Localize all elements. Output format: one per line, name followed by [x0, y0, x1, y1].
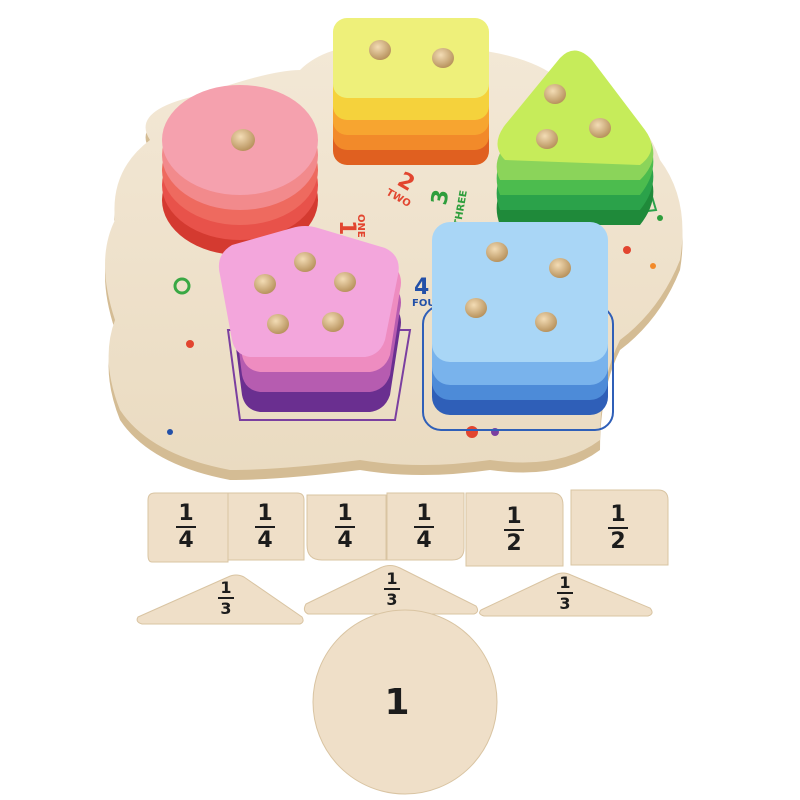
peg-icon [267, 314, 289, 334]
fraction-denominator: 4 [178, 528, 193, 553]
half-cards: 1 2 1 2 [465, 489, 669, 567]
label-one: 1 ONE [334, 214, 366, 238]
red-dot [623, 246, 631, 254]
fraction-numerator: 1 [506, 504, 521, 529]
board-number-3: 3 [427, 188, 454, 207]
blue-dot [167, 429, 173, 435]
peg-icon [536, 129, 558, 149]
fraction-denominator: 2 [610, 529, 625, 554]
triangle-top [497, 50, 652, 165]
fraction-card-half[interactable]: 1 2 [465, 492, 564, 567]
whole-label: 1 [384, 682, 409, 723]
quarter-cards: 1 4 1 4 1 4 1 4 [147, 492, 465, 563]
peg-icon [254, 274, 276, 294]
fraction-card-quarter[interactable]: 1 4 [147, 492, 229, 563]
peg-icon [465, 298, 487, 318]
fraction-card-quarter[interactable]: 1 4 [306, 494, 387, 561]
fraction-card-quarter[interactable]: 1 4 [386, 492, 465, 561]
peg-icon [369, 40, 391, 60]
board-number-4: 4 [414, 275, 429, 300]
green-dot [657, 215, 663, 221]
triangle-stack [496, 50, 654, 225]
fraction-denominator: 4 [257, 528, 272, 553]
peg-icon [322, 312, 344, 332]
fraction-numerator: 1 [610, 502, 625, 527]
peg-icon [544, 84, 566, 104]
orange-dot [650, 263, 656, 269]
peg-icon [549, 258, 571, 278]
fraction-numerator: 1 [416, 501, 431, 526]
whole-card[interactable]: 1 [312, 609, 498, 795]
peg-icon [334, 272, 356, 292]
fraction-numerator: 1 [337, 501, 352, 526]
fraction-denominator: 4 [337, 528, 352, 553]
red-dot [466, 426, 478, 438]
board-number-1: 1 [334, 220, 359, 235]
rounded-square-stack [432, 222, 608, 415]
rsquare-top [432, 222, 608, 362]
third-cards: 1 3 1 3 1 3 [136, 565, 653, 625]
fraction-numerator: 1 [257, 501, 272, 526]
peg-icon [231, 129, 255, 151]
fraction-denominator: 3 [386, 590, 397, 609]
pentagon-top [218, 226, 399, 357]
fraction-card-third[interactable]: 1 3 [479, 572, 653, 617]
peg-icon [294, 252, 316, 272]
pentagon-stack [218, 226, 401, 412]
fraction-card-third[interactable]: 1 3 [136, 574, 304, 625]
board-word-four: FOUR [412, 298, 443, 309]
fraction-numerator: 1 [178, 501, 193, 526]
red-dot [186, 340, 194, 348]
peg-icon [535, 312, 557, 332]
fraction-numerator: 1 [220, 578, 231, 597]
label-four: 4 FOUR [412, 275, 443, 309]
peg-icon [589, 118, 611, 138]
board-word-one: ONE [355, 214, 366, 238]
peg-icon [432, 48, 454, 68]
fraction-denominator: 4 [416, 528, 431, 553]
fraction-numerator: 1 [386, 569, 397, 588]
fraction-card-half[interactable]: 1 2 [570, 489, 669, 566]
fraction-numerator: 1 [559, 573, 570, 592]
fraction-card-third[interactable]: 1 3 [303, 565, 479, 615]
green-ring-dot [173, 277, 191, 295]
fraction-denominator: 2 [506, 531, 521, 556]
circle-stack [162, 85, 318, 255]
fraction-denominator: 3 [559, 594, 570, 613]
square-stack [333, 18, 489, 165]
peg-icon [486, 242, 508, 262]
fraction-denominator: 3 [220, 599, 231, 618]
fraction-card-quarter[interactable]: 1 4 [227, 492, 305, 561]
square-top [333, 18, 489, 98]
